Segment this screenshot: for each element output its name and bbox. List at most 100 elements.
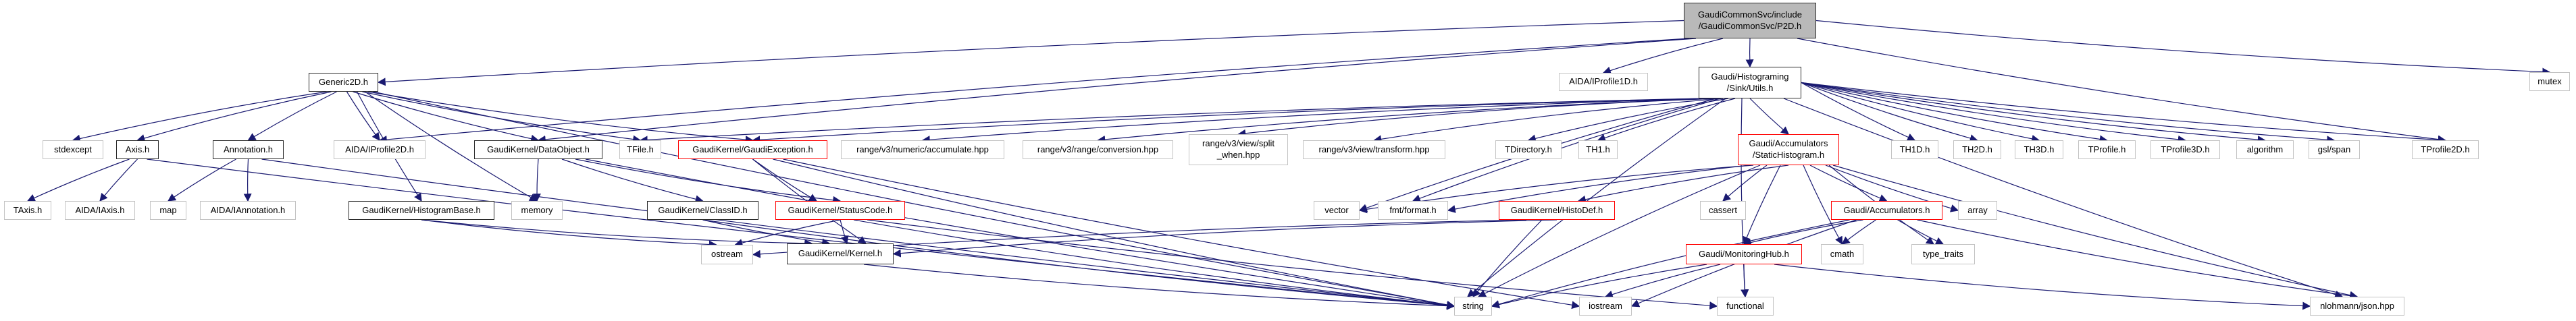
graph-node-label: algorithm xyxy=(2246,144,2284,154)
edge-histogrambase-to-kernel xyxy=(421,219,813,247)
edge-statuscode-to-ostream xyxy=(734,219,841,247)
edge-statichistogram-to-fmtformat xyxy=(1447,165,1750,213)
graph-node-accumulate: range/v3/numeric/accumulate.hpp xyxy=(841,140,1004,159)
graph-node-map: map xyxy=(150,201,186,220)
graph-node-generic2d[interactable]: Generic2D.h xyxy=(309,73,378,92)
edge-histogrambase-to-ostream xyxy=(421,219,717,249)
graph-node-classid[interactable]: GaudiKernel/ClassID.h xyxy=(647,201,758,220)
edge-statichistogram-to-histodef xyxy=(1577,165,1789,204)
graph-node-monitoringhub[interactable]: Gaudi/MonitoringHub.h xyxy=(1686,244,1802,264)
graph-node-label: GaudiCommonSvc/include xyxy=(1698,9,1802,20)
edge-utils-to-statichistogram xyxy=(1749,98,1789,135)
graph-node-label: GaudiKernel/StatusCode.h xyxy=(788,204,893,215)
edge-generic2d-to-gaudiexception xyxy=(367,91,754,144)
graph-node-label: cmath xyxy=(1830,248,1855,259)
edge-utils-to-tdirectory xyxy=(1527,98,1729,143)
edge-gaudiexception-to-stringn xyxy=(773,158,1456,309)
graph-node-label: Axis.h xyxy=(125,144,150,154)
graph-node-taxis: TAxis.h xyxy=(4,201,51,220)
edge-annotation-to-iannotation xyxy=(243,158,252,202)
graph-node-label: memory xyxy=(521,204,553,215)
graph-node-stdexcept: stdexcept xyxy=(43,140,103,159)
graph-node-label: gsl/span xyxy=(2317,144,2351,154)
graph-node-gaudiexception[interactable]: GaudiKernel/GaudiException.h xyxy=(678,140,827,159)
graph-node-label: array xyxy=(1967,204,1988,215)
graph-node-label: Gaudi/MonitoringHub.h xyxy=(1699,248,1789,259)
graph-node-label: _when.hpp xyxy=(1216,150,1260,160)
graph-node-utils[interactable]: Gaudi/Histograming/Sink/Utils.h xyxy=(1699,67,1801,98)
graph-node-label: vector xyxy=(1324,204,1349,215)
graph-node-histodef[interactable]: GaudiKernel/HistoDef.h xyxy=(1499,201,1615,220)
graph-node-ostream: ostream xyxy=(701,245,753,264)
graph-node-label: ostream xyxy=(711,249,743,260)
graph-node-label: mutex xyxy=(2538,76,2562,86)
graph-node-histogrambase[interactable]: GaudiKernel/HistogramBase.h xyxy=(349,201,494,220)
edge-utils-to-accumulate xyxy=(921,98,1710,144)
graph-node-iaxis: AIDA/IAxis.h xyxy=(65,201,135,220)
edge-p2d-to-tprofile2d xyxy=(1797,38,2446,144)
edge-accumulators-to-stringn xyxy=(1491,219,1850,308)
edge-p2d-to-mutex xyxy=(1815,20,2551,76)
edge-statuscode-to-kernel xyxy=(840,219,849,245)
edge-axis-to-iaxis xyxy=(99,158,138,202)
graph-node-array: array xyxy=(1958,201,1997,220)
graph-node-th1d: TH1D.h xyxy=(1891,140,1938,159)
edge-utils-to-tprofile2d xyxy=(1801,82,2446,144)
graph-node-label: Generic2D.h xyxy=(319,76,368,87)
edge-utils-to-gslspan xyxy=(1801,82,2336,144)
graph-node-cassert: cassert xyxy=(1700,201,1746,220)
edge-statichistogram-to-accumulators xyxy=(1809,165,1888,202)
edge-utils-to-functional xyxy=(1741,98,1749,298)
graph-node-axis[interactable]: Axis.h xyxy=(116,140,159,159)
graph-node-statuscode[interactable]: GaudiKernel/StatusCode.h xyxy=(775,201,905,220)
graph-node-label: /StaticHistogram.h xyxy=(1752,150,1825,160)
graph-node-label: AIDA/IProfile1D.h xyxy=(1569,76,1638,87)
edge-histodef-to-stringn xyxy=(1472,219,1543,297)
graph-node-label: TH2D.h xyxy=(1962,144,1992,154)
edge-statichistogram-to-cmath xyxy=(1803,165,1843,245)
graph-node-label: Gaudi/Accumulators xyxy=(1749,138,1828,149)
graph-node-tfile: TFile.h xyxy=(619,140,661,159)
graph-node-conversion: range/v3/range/conversion.hpp xyxy=(1023,140,1173,159)
graph-node-label: TDirectory.h xyxy=(1505,144,1552,154)
graph-node-label: functional xyxy=(1726,300,1764,311)
graph-node-label: GaudiKernel/HistogramBase.h xyxy=(362,204,481,215)
edge-utils-to-tfile xyxy=(639,98,1703,144)
edge-classid-to-kernel xyxy=(702,219,831,247)
graph-node-dataobject[interactable]: GaudiKernel/DataObject.h xyxy=(474,140,602,159)
graph-node-annotation[interactable]: Annotation.h xyxy=(213,140,284,159)
edge-statichistogram-to-json xyxy=(1832,165,2359,299)
graph-node-gslspan: gsl/span xyxy=(2309,140,2360,159)
edge-classid-to-stringn xyxy=(702,219,1456,310)
graph-node-iostream: iostream xyxy=(1579,297,1632,316)
graph-node-statichistogram[interactable]: Gaudi/Accumulators/StaticHistogram.h xyxy=(1738,134,1839,165)
edge-generic2d-to-annotation xyxy=(247,91,337,141)
graph-node-label: GaudiKernel/HistoDef.h xyxy=(1510,204,1603,215)
graph-node-kernel[interactable]: GaudiKernel/Kernel.h xyxy=(787,243,894,264)
graph-node-label: /GaudiCommonSvc/P2D.h xyxy=(1698,20,1802,31)
edge-utils-to-algorithm xyxy=(1801,82,2266,144)
graph-node-label: GaudiKernel/ClassID.h xyxy=(658,204,748,215)
graph-node-typetraits: type_traits xyxy=(1911,244,1975,264)
edge-p2d-to-generic2d xyxy=(377,20,1684,86)
edge-utils-to-fmtformat xyxy=(1412,98,1721,202)
graph-node-label: range/v3/range/conversion.hpp xyxy=(1037,144,1159,154)
graph-node-th3d: TH3D.h xyxy=(2015,140,2063,159)
edge-statichistogram-to-stringn xyxy=(1477,165,1761,297)
graph-node-label: AIDA/IProfile2D.h xyxy=(345,144,414,154)
graph-node-label: TProfile3D.h xyxy=(2161,144,2210,154)
edge-generic2d-to-iprofile2d xyxy=(346,91,380,141)
graph-node-label: Gaudi/Histograming xyxy=(1711,71,1789,82)
graph-node-label: cassert xyxy=(1709,204,1737,215)
graph-node-label: Gaudi/Accumulators.h xyxy=(1843,204,1930,215)
graph-node-th1: TH1.h xyxy=(1578,140,1618,159)
graph-node-accumulators[interactable]: Gaudi/Accumulators.h xyxy=(1831,201,1942,220)
edge-generic2d-to-tfile xyxy=(362,91,642,144)
graph-node-tdirectory: TDirectory.h xyxy=(1495,140,1562,159)
edge-monitoringhub-to-functional xyxy=(1741,264,1749,298)
edge-gaudiexception-to-statuscode xyxy=(752,158,818,202)
edge-utils-to-th3d xyxy=(1801,82,2040,143)
graph-node-json: nlohmann/json.hpp xyxy=(2310,297,2404,316)
